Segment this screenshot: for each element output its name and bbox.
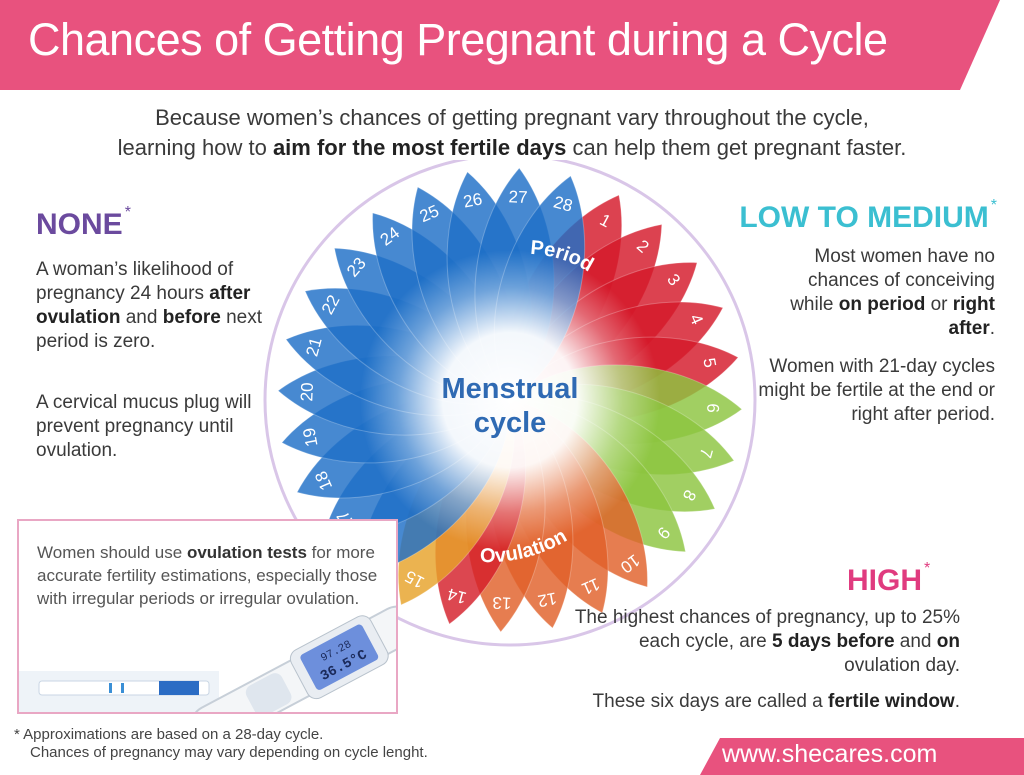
center-glow bbox=[360, 250, 660, 550]
day-label: 12 bbox=[536, 588, 558, 610]
day-label: 6 bbox=[703, 403, 722, 413]
day-label: 20 bbox=[297, 382, 317, 402]
none-p1-a: A woman’s likelihood of pregnancy 24 hou… bbox=[36, 259, 234, 304]
day-label: 14 bbox=[445, 584, 468, 607]
low-p1-e: . bbox=[989, 318, 995, 339]
title-banner: Chances of Getting Pregnant during a Cyc… bbox=[0, 0, 1024, 90]
low-paragraph-1: Most women have no chances of conceiving… bbox=[760, 245, 995, 341]
intro-line-2-bold: aim for the most fertile days bbox=[272, 135, 567, 160]
low-p1-a: Most women have no chances of conceiving… bbox=[790, 246, 995, 315]
tip-text: Women should use ovulation tests for mor… bbox=[37, 541, 387, 610]
day-label: 26 bbox=[462, 189, 484, 211]
test-strip-line-2 bbox=[121, 683, 124, 693]
thermometer-icon: 97.28 36.5°C bbox=[190, 605, 396, 712]
center-label-line2: cycle bbox=[474, 407, 547, 439]
high-p2-a: These six days are called a bbox=[592, 691, 829, 712]
intro-line-2-post: can help them get pregnant faster. bbox=[566, 135, 907, 160]
heading-none-text: NONE bbox=[36, 208, 123, 241]
high-paragraph-2: These six days are called a fertile wind… bbox=[500, 690, 960, 714]
low-p1-d: right after bbox=[948, 294, 995, 339]
none-p1-c: and bbox=[120, 307, 163, 328]
day-label: 27 bbox=[508, 187, 528, 207]
day-label: 21 bbox=[302, 335, 325, 358]
heading-low-asterisk: * bbox=[990, 197, 997, 214]
url-banner bbox=[700, 738, 1024, 775]
tip-text-c: for more accurate fertility estimations,… bbox=[37, 543, 378, 608]
high-p1-c: and bbox=[894, 631, 937, 652]
heading-low-text: LOW TO MEDIUM bbox=[739, 201, 989, 234]
site-url[interactable]: www.shecares.com bbox=[722, 740, 938, 768]
heading-high-text: HIGH bbox=[847, 564, 922, 597]
page-title: Chances of Getting Pregnant during a Cyc… bbox=[28, 14, 888, 65]
day-label: 5 bbox=[699, 356, 719, 369]
heading-none-asterisk: * bbox=[124, 204, 131, 221]
banner-shape bbox=[0, 0, 1000, 90]
intro-line-2-pre: learning how to bbox=[117, 135, 273, 160]
intro-line-2: learning how to aim for the most fertile… bbox=[20, 133, 1004, 163]
none-p1-b: after ovulation bbox=[36, 283, 251, 328]
footnote: * Approximations are based on a 28-day c… bbox=[14, 726, 428, 762]
footnote-line-1: * Approximations are based on a 28-day c… bbox=[14, 726, 324, 743]
test-strip-handle bbox=[159, 681, 199, 695]
tip-text-a: Women should use bbox=[37, 543, 187, 562]
intro-text: Because women’s chances of getting pregn… bbox=[20, 103, 1004, 163]
center-label-line1: Menstrual bbox=[442, 373, 579, 405]
high-p2-b: fertile window bbox=[828, 691, 955, 712]
low-p1-b: on period bbox=[838, 294, 926, 315]
tip-text-b: ovulation tests bbox=[186, 543, 307, 562]
none-paragraph-1: A woman’s likelihood of pregnancy 24 hou… bbox=[36, 258, 271, 354]
cycle-wheel: 1234567891011121314151617181920212223242… bbox=[260, 153, 760, 660]
heading-low-to-medium: LOW TO MEDIUM* bbox=[739, 197, 997, 235]
intro-line-1: Because women’s chances of getting pregn… bbox=[155, 105, 869, 130]
day-label: 11 bbox=[579, 574, 603, 598]
high-paragraph-1: The highest chances of pregnancy, up to … bbox=[560, 606, 960, 678]
heading-high: HIGH* bbox=[847, 560, 930, 598]
high-p1-e: ovulation day. bbox=[844, 655, 960, 676]
high-p1-b: 5 days before bbox=[772, 631, 895, 652]
heading-none: NONE* bbox=[36, 204, 131, 242]
ovulation-test-illustration: 97.28 36.5°C bbox=[19, 605, 396, 712]
heading-high-asterisk: * bbox=[924, 560, 931, 577]
low-paragraph-2: Women with 21-day cycles might be fertil… bbox=[758, 356, 995, 425]
day-label: 13 bbox=[492, 593, 512, 613]
thermometer-screen bbox=[300, 624, 379, 690]
high-p1-d: on bbox=[936, 631, 960, 652]
high-p1-a: The highest chances of pregnancy, up to … bbox=[574, 607, 960, 652]
high-p2-c: . bbox=[954, 691, 960, 712]
footnote-line-2: Chances of pregnancy may vary depending … bbox=[30, 744, 428, 761]
none-p1-e: next period is zero. bbox=[36, 307, 262, 352]
cycle-wheel-svg: 1234567891011121314151617181920212223242… bbox=[263, 153, 757, 647]
low-p1-c: or bbox=[925, 294, 953, 315]
test-strip-line-1 bbox=[109, 683, 112, 693]
none-paragraph-2: A cervical mucus plug will prevent pregn… bbox=[36, 392, 252, 461]
ovulation-test-tip: 97.28 36.5°C Women should use ovulation … bbox=[17, 519, 398, 714]
none-p1-d: before bbox=[162, 307, 221, 328]
day-label: 28 bbox=[551, 192, 574, 215]
day-label: 19 bbox=[299, 426, 321, 448]
